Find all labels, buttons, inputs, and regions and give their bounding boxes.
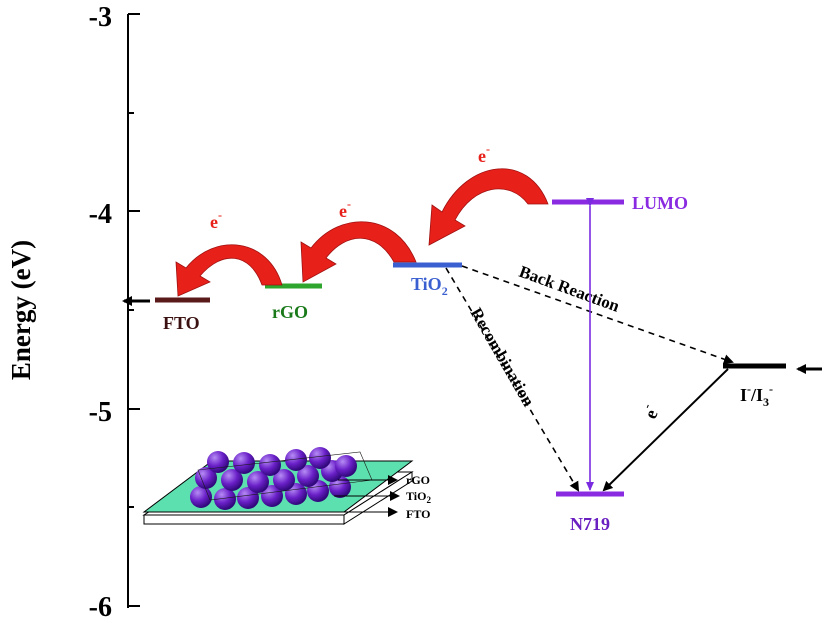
- recombination-label: Recombination: [467, 305, 539, 411]
- y-tick-label: -6: [89, 592, 112, 619]
- electron-transfer-arrow: [428, 168, 549, 246]
- y-tick-label: -3: [89, 2, 112, 33]
- lumo-label: LUMO: [632, 193, 688, 213]
- fto-label: FTO: [163, 313, 200, 333]
- tio2-label: TiO2: [411, 274, 448, 298]
- redox-label: I-/I3-: [740, 382, 773, 409]
- electron-label: e-: [478, 142, 490, 166]
- device-schematic-inset: rGO TiO2 FTO: [142, 447, 431, 525]
- inset-tio2-label: TiO2: [406, 489, 431, 505]
- electron-label: e-: [210, 208, 222, 232]
- y-tick-label: -5: [89, 397, 112, 428]
- inset-rgo-label: rGO: [406, 473, 430, 487]
- tio2-nanoparticles: [190, 447, 357, 510]
- fto-substrate-side: [343, 471, 413, 525]
- back-reaction-label: Back Reaction: [517, 262, 623, 316]
- electron-transfer-arrow: [300, 221, 417, 283]
- fto-substrate-edge: [143, 514, 345, 525]
- rgo-label: rGO: [272, 302, 308, 322]
- electron-label: e-: [339, 197, 351, 221]
- electron-transfer-arrow: [175, 244, 283, 297]
- n719-label: N719: [570, 514, 610, 534]
- regeneration-electron-label: e-: [636, 401, 663, 421]
- y-axis-label: Energy (eV): [6, 240, 36, 380]
- y-axis: -3 -4 -5 -6 Energy (eV): [6, 2, 140, 619]
- dye-regeneration-arrow: [602, 368, 729, 492]
- y-tick-label: -4: [89, 199, 112, 230]
- inset-fto-label: FTO: [406, 507, 430, 521]
- back-reaction-arrow: [461, 265, 734, 365]
